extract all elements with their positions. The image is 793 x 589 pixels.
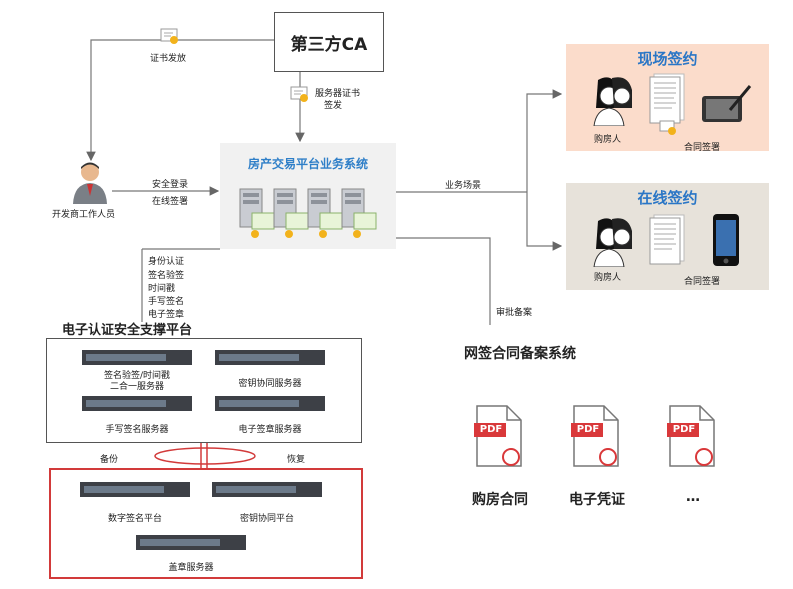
server-cert-label-2: 签发 [324, 101, 343, 111]
rack-server-icon [136, 535, 246, 550]
signature-pad-icon [702, 85, 752, 122]
server-tower-icon [239, 188, 275, 238]
pdf-badge: PDF [672, 424, 696, 435]
rack-server-icon [82, 350, 192, 365]
server-cert-icon [290, 86, 308, 102]
smartphone-icon [713, 214, 739, 266]
function-handwritten: 手写签名 [148, 297, 185, 307]
online-buyer-couple-icon [593, 218, 632, 267]
online-contract-label: 合同签署 [684, 277, 721, 287]
business-system-title: 房产交易平台业务系统 [247, 157, 368, 171]
business-system-box: 房产交易平台业务系统 [220, 143, 396, 249]
server-label-sign-timestamp-1: 签名验签/时间戳 [103, 371, 171, 381]
rack-server-icon [80, 482, 190, 497]
pdf-badge: PDF [479, 424, 503, 435]
rack-server-icon [212, 482, 322, 497]
function-sign-verify: 签名验签 [148, 271, 185, 281]
platform-title: 电子认证安全支撑平台 [62, 323, 193, 338]
developer-label: 开发商工作人员 [52, 210, 116, 220]
online-signing-title: 在线签约 [637, 189, 698, 207]
server-rack-icons [239, 188, 377, 238]
online-signing-panel: 在线签约 购房人 合同签署 [566, 183, 769, 290]
buyer-couple-icon [593, 77, 632, 126]
function-identity: 身份认证 [148, 257, 185, 267]
function-timestamp: 时间戳 [148, 284, 176, 294]
doc-label-house-contract: 购房合同 [472, 492, 528, 508]
onsite-contract-label: 合同签署 [684, 143, 721, 153]
rack-server-icon [215, 350, 325, 365]
secure-login-label: 安全登录 [152, 180, 189, 190]
contract-document-icon [649, 73, 685, 124]
rack-server-icon [215, 396, 325, 411]
pdf-badge: PDF [576, 424, 600, 435]
server-cert-label-1: 服务器证书 [315, 89, 361, 99]
onsite-buyer-label: 购房人 [594, 135, 622, 145]
onsite-signing-panel: 现场签约 购房人 合同签署 [566, 44, 769, 153]
certificate-icon [160, 28, 178, 44]
backup-label: 备份 [100, 455, 119, 465]
server-label-stamp-server: 盖章服务器 [168, 563, 214, 573]
pdf-document-icon: PDF [666, 405, 716, 467]
onsite-cert-icon [659, 120, 676, 135]
pdf-document-icon: PDF [473, 405, 523, 467]
server-label-key-collab: 密钥协同服务器 [238, 379, 302, 389]
server-label-handwritten: 手写签名服务器 [105, 425, 169, 435]
restore-label: 恢复 [287, 455, 306, 465]
cert-issue-label: 证书发放 [150, 54, 187, 64]
doc-label-e-voucher: 电子凭证 [569, 492, 625, 508]
online-sign-label: 在线签署 [152, 197, 189, 207]
server-label-digital-sign-platform: 数字签名平台 [107, 514, 162, 524]
business-scene-label: 业务场景 [445, 181, 482, 191]
server-label-e-seal: 电子签章服务器 [238, 425, 302, 435]
onsite-signing-title: 现场签约 [637, 50, 698, 68]
rack-server-icon [82, 396, 192, 411]
online-buyer-label: 购房人 [594, 273, 622, 283]
doc-label-more: … [686, 489, 700, 505]
third-party-ca-box: 第三方CA [274, 12, 384, 72]
server-label-key-collab-platform: 密钥协同平台 [239, 514, 294, 524]
archive-system-title: 网签合同备案系统 [464, 346, 576, 362]
online-contract-document-icon [649, 214, 685, 265]
approval-filing-label: 审批备案 [496, 308, 533, 318]
pdf-document-icon: PDF [570, 405, 620, 467]
server-label-sign-timestamp-2: 二合一服务器 [109, 382, 164, 392]
function-seal: 电子签章 [148, 310, 185, 320]
ca-title: 第三方CA [290, 34, 368, 55]
developer-person-icon [73, 162, 107, 204]
